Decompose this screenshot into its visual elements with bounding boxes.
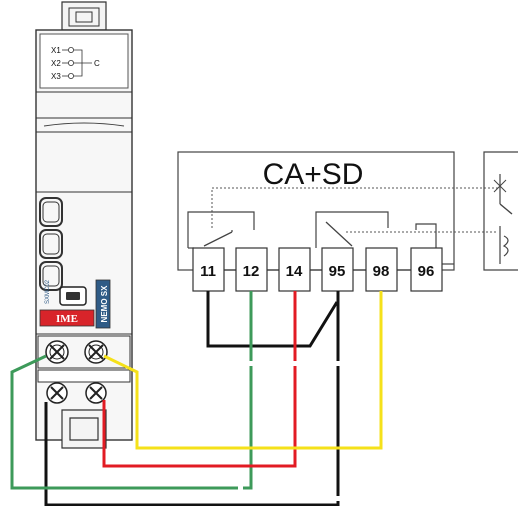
wire-black-jumper xyxy=(206,291,339,348)
dotted-link-upper xyxy=(211,187,498,228)
vent-slot xyxy=(39,229,63,259)
screw-terminal xyxy=(84,340,108,364)
contact-11-12-14 xyxy=(187,211,255,248)
brand-badge xyxy=(39,309,95,327)
vent-slot xyxy=(39,261,63,291)
wire-black-95 xyxy=(44,291,340,506)
brand-label: IME xyxy=(56,313,78,325)
contact-95-98-96 xyxy=(315,211,389,248)
wire-yellow-98 xyxy=(103,291,383,450)
top-clip-inner xyxy=(68,7,100,27)
terminal-label-11: 11 xyxy=(200,263,216,280)
vent-slot xyxy=(39,197,63,227)
terminal-common-label: C xyxy=(94,59,100,68)
terminal-box-11 xyxy=(192,247,225,292)
screw-terminal xyxy=(45,340,69,364)
terminal-x3-label: X3 xyxy=(51,72,61,81)
terminal-x1-label: X1 xyxy=(51,46,61,55)
wire-green-12 xyxy=(10,291,253,490)
aux-module xyxy=(177,151,498,292)
model-badge xyxy=(95,279,111,329)
device-code-label: SXMC02 xyxy=(45,279,51,304)
screw-terminal xyxy=(85,382,107,404)
terminal-x2-label: X2 xyxy=(51,59,61,68)
terminal-box-96 xyxy=(410,247,443,292)
nemo-device xyxy=(35,1,133,449)
wires xyxy=(10,291,383,506)
breaker-symbol xyxy=(483,151,518,271)
screw-terminal xyxy=(46,382,68,404)
terminal-label-96: 96 xyxy=(418,263,435,280)
terminal-label-12: 12 xyxy=(243,263,260,280)
terminal-label-plate xyxy=(39,33,129,89)
terminal-label-14: 14 xyxy=(286,263,303,280)
wire-red-14 xyxy=(102,291,297,468)
module-title: CA+SD xyxy=(263,158,364,191)
terminal-label-98: 98 xyxy=(373,263,390,280)
terminal-label-95: 95 xyxy=(329,263,346,280)
bottom-clip xyxy=(61,409,107,449)
model-label: NEMO SX xyxy=(100,285,109,323)
terminal-map-lines xyxy=(62,47,92,80)
